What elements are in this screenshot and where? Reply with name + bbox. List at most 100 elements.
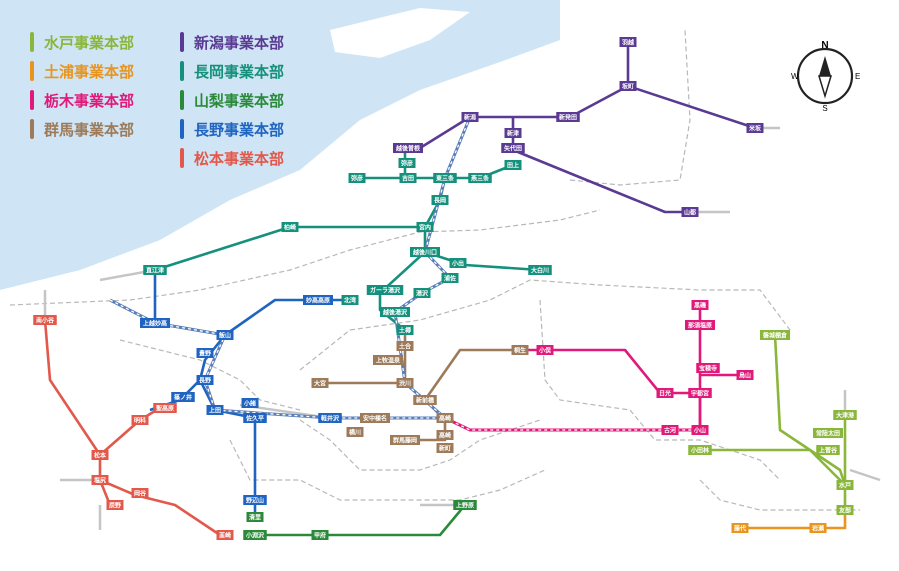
station-label: 大白川 <box>528 265 552 275</box>
station-name: 岡谷 <box>134 489 147 497</box>
legend-label: 水戸事業本部 <box>44 33 135 52</box>
station-name: 甲府 <box>314 531 326 539</box>
legend-swatch <box>180 32 184 52</box>
station-box <box>396 341 414 351</box>
station-label: 北湾 <box>341 295 359 305</box>
compass-s: S <box>822 104 827 112</box>
station-label: 越後湯沢 <box>380 307 410 317</box>
station-box <box>528 265 552 275</box>
station-label: 韮崎 <box>216 530 234 540</box>
rail-line <box>773 334 847 486</box>
legend-label: 群馬事業本部 <box>44 120 135 139</box>
station-name: 宮内 <box>419 223 431 231</box>
rail-line <box>320 381 447 442</box>
station-name: 塩尻 <box>94 476 106 484</box>
station-box <box>619 37 637 47</box>
station-name: 東三条 <box>436 174 455 182</box>
station-box <box>390 435 420 445</box>
legend-item: 新潟事業本部 <box>180 30 284 54</box>
station-box <box>196 375 214 385</box>
station-name: 新町 <box>439 444 451 452</box>
legend-label: 長野事業本部 <box>194 120 285 139</box>
legend-item: 長野事業本部 <box>180 117 284 141</box>
station-box <box>431 195 449 205</box>
station-box <box>91 450 109 460</box>
station-label: 浦佐 <box>441 273 459 283</box>
station-box <box>243 495 267 505</box>
station-name: 友部 <box>838 506 851 514</box>
station-name: 吉田 <box>402 174 414 182</box>
station-label: 横川 <box>346 427 364 437</box>
station-name: 妙高高原 <box>306 296 330 304</box>
station-name: 野辺山 <box>246 496 264 504</box>
station-name: 黒磯 <box>694 301 706 309</box>
station-label: 辰野 <box>106 500 124 510</box>
station-label: 篠ノ井 <box>171 392 195 402</box>
legend-swatch <box>30 90 34 110</box>
station-label: 安中榛名 <box>360 413 390 423</box>
station-box <box>196 348 214 358</box>
compass-e: E <box>855 72 860 81</box>
station-label: 越後曽根 <box>393 143 423 153</box>
station-label: 高崎 <box>436 430 454 440</box>
station-box <box>468 173 492 183</box>
station-box <box>171 392 195 402</box>
station-label: 新津 <box>504 128 522 138</box>
station-name: 田上 <box>507 161 519 169</box>
station-name: 古河 <box>664 426 676 434</box>
station-label: 日光 <box>656 388 674 398</box>
station-name: 磐城棚倉 <box>762 331 788 339</box>
station-name: 聖高原 <box>156 404 174 412</box>
station-name: 土樽 <box>399 326 411 334</box>
legend-swatch <box>180 90 184 110</box>
station-label: 那須塩原 <box>685 320 715 330</box>
station-box <box>399 173 417 183</box>
station-name: 渋川 <box>399 379 411 387</box>
station-label: 妙高高原 <box>303 295 333 305</box>
rail-line <box>149 270 227 412</box>
station-name: 山都 <box>684 208 696 216</box>
station-label: 宇都宮 <box>688 388 712 398</box>
station-name: 越後川口 <box>412 248 437 256</box>
station-label: 古河 <box>661 425 679 435</box>
station-label: 明科 <box>131 415 149 425</box>
station-box <box>833 410 857 420</box>
station-label: 松本 <box>91 450 109 460</box>
station-label: ガーラ湯沢 <box>366 285 404 295</box>
station-name: 矢代田 <box>504 144 522 152</box>
rail-line <box>255 504 466 537</box>
station-label: 甲府 <box>311 530 329 540</box>
station-box <box>366 285 404 295</box>
station-box <box>143 265 167 275</box>
station-box <box>809 523 827 533</box>
station-label: 小山 <box>691 425 709 435</box>
station-box <box>656 388 674 398</box>
station-label: 野辺山 <box>243 495 267 505</box>
station-name: 横川 <box>349 428 361 436</box>
legend-label: 長岡事業本部 <box>194 62 285 81</box>
station-label: 坂町 <box>619 81 637 91</box>
station-box <box>441 273 459 283</box>
station-name: 弥彦 <box>401 159 413 167</box>
station-label: 聖高原 <box>153 403 177 413</box>
station-name: 米坂 <box>749 124 762 132</box>
legend-label: 山梨事業本部 <box>194 91 285 110</box>
compass: N S W E <box>789 40 861 113</box>
station-box <box>341 295 359 305</box>
station-box <box>413 395 437 405</box>
station-label: 弥彦 <box>348 173 366 183</box>
station-name: 大津港 <box>836 411 855 419</box>
station-label: 小淵沢 <box>243 530 267 540</box>
station-box <box>303 295 333 305</box>
station-label: 宮内 <box>416 222 434 232</box>
station-name: 高崎 <box>439 414 451 422</box>
station-label: 小出 <box>449 258 467 268</box>
station-box <box>691 425 709 435</box>
station-name: 新発田 <box>559 113 577 121</box>
station-box <box>556 112 580 122</box>
station-box <box>281 222 299 232</box>
station-label: 豊野 <box>196 348 214 358</box>
legend-label: 栃木事業本部 <box>44 91 135 110</box>
station-label: 羽越 <box>619 37 637 47</box>
